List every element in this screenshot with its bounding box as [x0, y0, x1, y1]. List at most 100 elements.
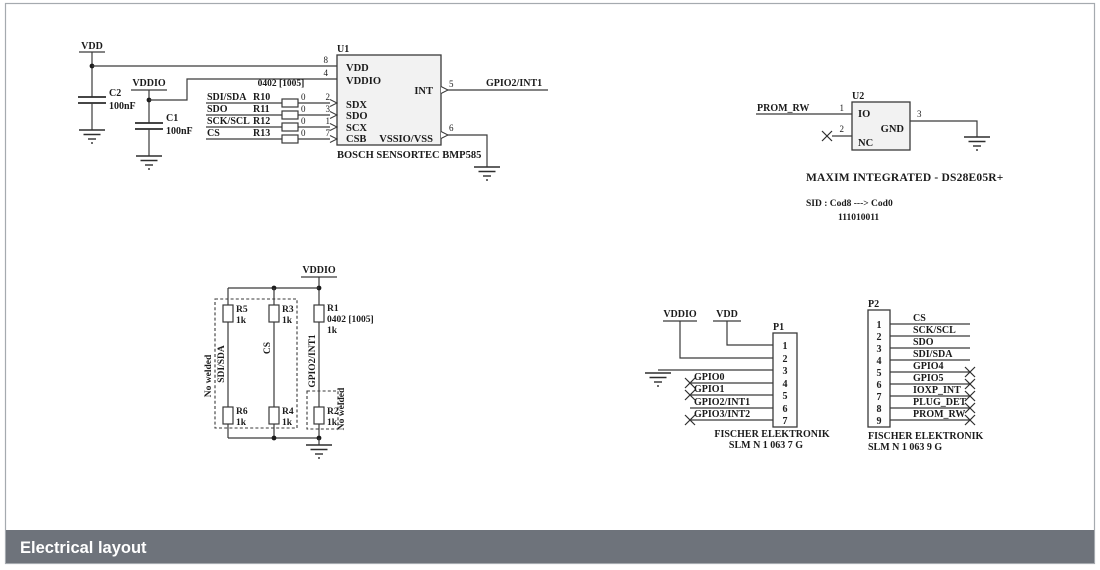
- p2-ref: P2: [868, 299, 879, 310]
- p1-gpio-nets: GPIO0 GPIO1 GPIO2/INT1 GPIO3/INT2: [684, 372, 773, 426]
- pin-number: 5: [877, 368, 882, 379]
- pullup-column-sdi-sda: R5 1k SDI/SDA R6 1k: [217, 304, 248, 438]
- net-label: SDO: [207, 104, 228, 115]
- footer-title: Electrical layout: [20, 539, 147, 557]
- u2-pin-io: IO: [858, 109, 870, 120]
- footprint-note: 0402 [1005]: [258, 79, 305, 89]
- resistor-value: 1k: [236, 316, 247, 326]
- pin-number: 1: [877, 320, 882, 331]
- footer-background: [6, 530, 1094, 563]
- resistor-value: 1k: [236, 418, 247, 428]
- pin-number: 1: [783, 341, 788, 352]
- pullup-column-gpio2-int1: R1 0402 [1005] 1k GPIO2/INT1 R2 1k: [308, 304, 374, 438]
- resistor-ref: R5: [236, 305, 248, 315]
- net-label: CS: [913, 313, 926, 324]
- pullup-column-cs: R3 1k CS R4 1k: [263, 304, 294, 438]
- net-label: SDI/SDA: [913, 349, 953, 360]
- pin-arrow: [329, 135, 339, 143]
- vdd-power-flag: VDD: [713, 309, 773, 346]
- c2-value: 100nF: [109, 101, 136, 112]
- no-welded-box: [214, 298, 298, 429]
- u2-part-name: MAXIM INTEGRATED - DS28E05R+: [806, 172, 1004, 184]
- pin-number: 6: [783, 404, 788, 415]
- series-row-sdo: SDO R11 0 3: [206, 104, 337, 120]
- sensor-chip-u1: U1 VDD VDDIO SDX SDO SCX CSB INT VSSIO/V…: [329, 44, 481, 161]
- pin-number: 8: [877, 404, 882, 415]
- sensor-section: VDD C2 100nF VDDIO C1 100nF: [78, 41, 548, 181]
- u1-pin-vddio: VDDIO: [346, 76, 381, 87]
- no-welded-box-r2: [306, 390, 339, 430]
- pin-arrow: [329, 99, 339, 107]
- connector-p1: VDDIO VDD GPIO0 GPIO1 GPIO2/INT1 GPIO3/I…: [644, 309, 830, 451]
- resistor-value: 1k: [327, 326, 338, 336]
- u1-pin-int: INT: [414, 86, 433, 97]
- net-label: GPIO2/INT1: [694, 397, 750, 408]
- pin-number: 7: [326, 128, 331, 138]
- vddio-power-flag: VDDIO: [301, 265, 337, 305]
- vss-ground-net: 6: [440, 123, 501, 181]
- pin5-number: 5: [449, 79, 454, 89]
- footprint-note: 0402 [1005]: [327, 315, 374, 325]
- u1-pin-vss: VSSIO/VSS: [379, 134, 433, 145]
- pin8-number: 8: [324, 55, 329, 65]
- u1-pin-sdo: SDO: [346, 111, 368, 122]
- u2-pin-nc: NC: [858, 138, 873, 149]
- power-rails: 8 4: [92, 55, 337, 101]
- net-label: GPIO4: [913, 361, 944, 372]
- vddio-power-flag: VDDIO: [663, 309, 773, 359]
- pin-number: 3: [326, 104, 331, 114]
- net-label-vertical: SDI/SDA: [217, 345, 227, 383]
- pin-number: 9: [877, 416, 882, 427]
- vddio-label: VDDIO: [663, 309, 697, 320]
- u1-pin-scx: SCX: [346, 123, 367, 134]
- no-welded-label-left: No welded: [204, 354, 214, 397]
- pin-arrow: [329, 123, 339, 131]
- pin-arrow: [440, 131, 450, 139]
- net-label: SDI/SDA: [207, 92, 247, 103]
- net-label: GPIO3/INT2: [694, 409, 750, 420]
- pin-number: 3: [783, 366, 788, 377]
- net-label: CS: [207, 128, 220, 139]
- capacitor-c2: C2 100nF: [78, 88, 136, 144]
- resistor-ref: R1: [327, 304, 339, 314]
- resistor-ref: R13: [253, 128, 270, 139]
- vdd-label: VDD: [81, 41, 103, 52]
- resistor-value: 1k: [282, 316, 293, 326]
- pin-number: 2: [326, 92, 331, 102]
- u2-pin3-number: 3: [917, 109, 922, 119]
- eeprom-section: PROM_RW 1 2 U2 IO GND NC 3 MAXIM INTEGRA…: [756, 91, 1004, 223]
- p1-maker: FISCHER ELEKTRONIK: [714, 429, 830, 440]
- p2-nets: CS SCK/SCL SDO SDI/SDA GPIO4 GPIO5 IOXP_…: [890, 313, 976, 426]
- eeprom-chip-u2: U2 IO GND NC: [851, 91, 911, 151]
- resistor-value: 1k: [282, 418, 293, 428]
- u2-pin2-number: 2: [840, 124, 845, 134]
- resistor-value: 0: [301, 116, 306, 126]
- pin-number: 7: [877, 392, 882, 403]
- sid-value: 111010011: [838, 213, 879, 223]
- resistor-ref: R6: [236, 407, 248, 417]
- connector-p2: P2 1 2 3 4 5 6 7 8 9 CS SCK/SCL SDO SDI/…: [867, 299, 984, 453]
- pin-number: 3: [877, 344, 882, 355]
- u2-pin1-number: 1: [840, 103, 845, 113]
- pin-number: 4: [783, 379, 788, 390]
- series-resistors: 0402 [1005] SDI/SDA R10 0 2 SDO R11 0 3: [206, 79, 337, 144]
- u2-ref: U2: [852, 91, 864, 102]
- sid-label: SID : Cod8 ---> Cod0: [806, 199, 893, 209]
- u1-pin-sdx: SDX: [346, 100, 367, 111]
- series-row-sdi-sda: SDI/SDA R10 0 2: [206, 92, 337, 108]
- int-output-net: 5 GPIO2/INT1: [440, 78, 548, 94]
- net-label: PROM_RW: [913, 409, 965, 420]
- p2-part: SLM N 1 063 9 G: [868, 442, 942, 453]
- resistor-ref: R10: [253, 92, 270, 103]
- pin-number: 6: [877, 380, 882, 391]
- prom-rw-net-label: PROM_RW: [757, 103, 809, 114]
- u1-pin-vdd: VDD: [346, 63, 369, 74]
- vdd-label: VDD: [716, 309, 738, 320]
- pin-arrow: [440, 86, 450, 94]
- p1-part: SLM N 1 063 7 G: [729, 440, 803, 451]
- u2-pin-gnd: GND: [881, 124, 905, 135]
- u2-ground-net: 3: [910, 109, 991, 151]
- pin-number: 5: [783, 391, 788, 402]
